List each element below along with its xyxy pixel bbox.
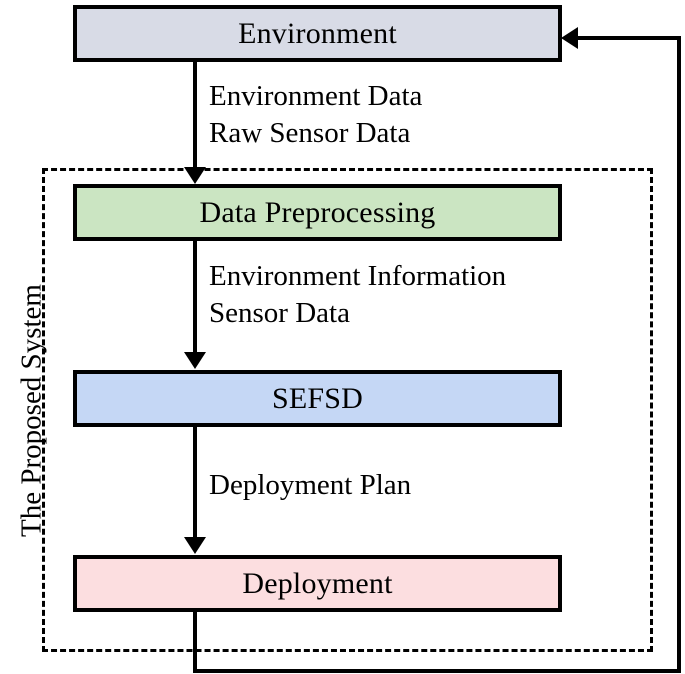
- arrow-preprocessing-to-sefsd-head: [184, 352, 206, 369]
- edge-label-preprocessing-to-sefsd: Environment Information Sensor Data: [209, 258, 506, 332]
- feedback-arrow-top-segment: [577, 36, 681, 40]
- node-sefsd[interactable]: SEFSD: [73, 370, 562, 427]
- arrow-environment-to-preprocessing-shaft: [193, 62, 197, 168]
- arrow-sefsd-to-deployment-head: [184, 537, 206, 554]
- feedback-arrow-bottom-segment: [193, 669, 681, 673]
- node-data-preprocessing-label: Data Preprocessing: [199, 195, 436, 229]
- node-environment[interactable]: Environment: [73, 5, 562, 62]
- node-deployment-label: Deployment: [242, 566, 393, 600]
- system-boundary-dashed-box: [42, 168, 653, 652]
- edge-label-environment-to-preprocessing: Environment Data Raw Sensor Data: [209, 78, 422, 152]
- node-environment-label: Environment: [238, 16, 397, 50]
- edge-label-raw-sensor-data: Raw Sensor Data: [209, 117, 411, 150]
- system-boundary-caption: The Proposed System: [15, 284, 48, 537]
- node-deployment[interactable]: Deployment: [73, 555, 562, 612]
- feedback-arrow-right-segment: [677, 36, 681, 669]
- feedback-arrow-down-segment: [193, 612, 197, 673]
- edge-label-environment-information: Environment Information: [209, 260, 507, 292]
- edge-label-deployment-plan: Deployment Plan: [209, 469, 412, 501]
- edge-label-sefsd-to-deployment: Deployment Plan: [209, 467, 411, 504]
- feedback-arrow-head: [561, 27, 578, 49]
- arrow-environment-to-preprocessing-head: [184, 167, 206, 184]
- node-data-preprocessing[interactable]: Data Preprocessing: [73, 184, 562, 241]
- node-sefsd-label: SEFSD: [271, 381, 364, 415]
- edge-label-environment-data: Environment Data: [209, 80, 423, 112]
- arrow-preprocessing-to-sefsd-shaft: [193, 241, 197, 353]
- edge-label-sensor-data: Sensor Data: [209, 297, 350, 330]
- arrow-sefsd-to-deployment-shaft: [193, 427, 197, 538]
